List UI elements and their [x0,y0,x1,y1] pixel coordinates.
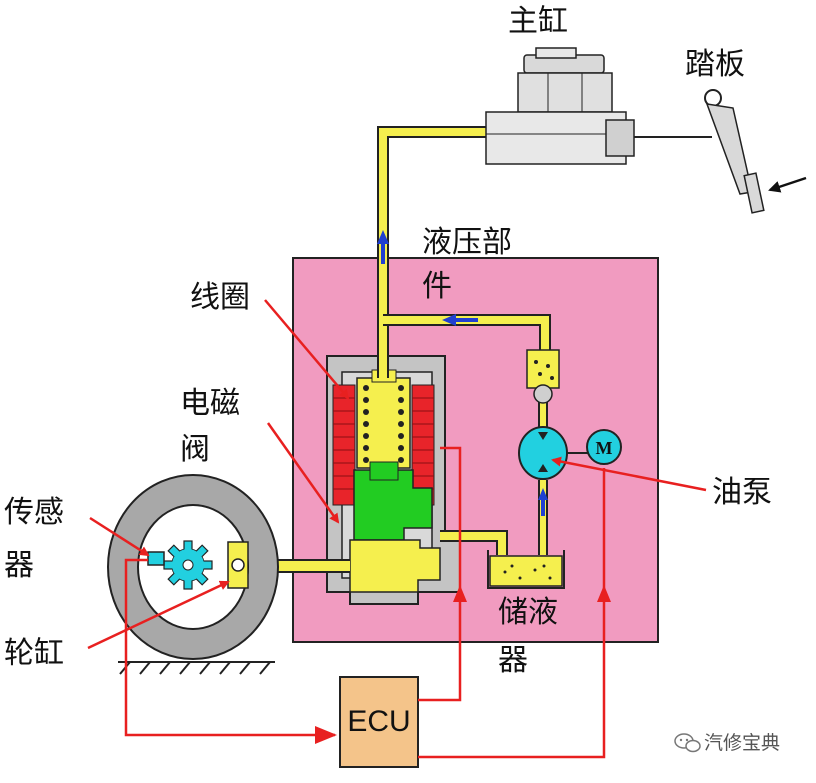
master-cylinder [485,47,712,165]
motor [586,429,622,465]
label-sensor-1: 传感 [4,495,64,530]
tone-ring-icon [163,540,213,590]
brake-pedal [704,89,807,214]
label-pointers [87,299,707,650]
arrow-to-valve [453,585,467,602]
label-oil-pump: 油泵 [712,475,772,510]
coil-left [332,384,356,506]
label-solenoid-valve-1: 电磁 [180,386,240,421]
label-hydraulic-unit-2: 件 [422,269,452,304]
watermark-text: 汽修宝典 [704,732,780,754]
ecu-label: ECU [347,705,410,738]
label-sensor-2: 器 [4,548,34,583]
reservoir [487,550,565,589]
label-solenoid-valve-2: 阀 [180,432,210,467]
label-reservoir-1: 储液 [498,595,558,630]
arrow-to-motor [597,585,611,602]
motor-label: M [596,438,613,458]
label-reservoir-2: 器 [498,643,528,678]
coil-right [411,384,435,506]
ecu-box [339,676,419,768]
signal-wires [124,446,606,759]
flow-arrow-up [377,230,389,264]
label-pedal: 踏板 [685,47,745,82]
check-valve [526,349,560,404]
flow-arrow-pump [538,488,548,516]
ground [118,661,275,675]
wheel-speed-sensor [147,551,165,566]
wechat-icon [674,733,701,753]
label-hydraulic-unit-1: 液压部 [422,225,512,260]
wheel-cylinder [227,541,249,589]
label-coil: 线圈 [190,280,250,315]
label-wheel-cylinder: 轮缸 [4,636,64,671]
flow-arrow-left [442,314,478,326]
valve-spring [363,385,404,463]
watermark: 汽修宝典 [674,732,780,754]
valve-body [349,539,441,593]
label-master-cylinder: 主缸 [508,4,568,39]
